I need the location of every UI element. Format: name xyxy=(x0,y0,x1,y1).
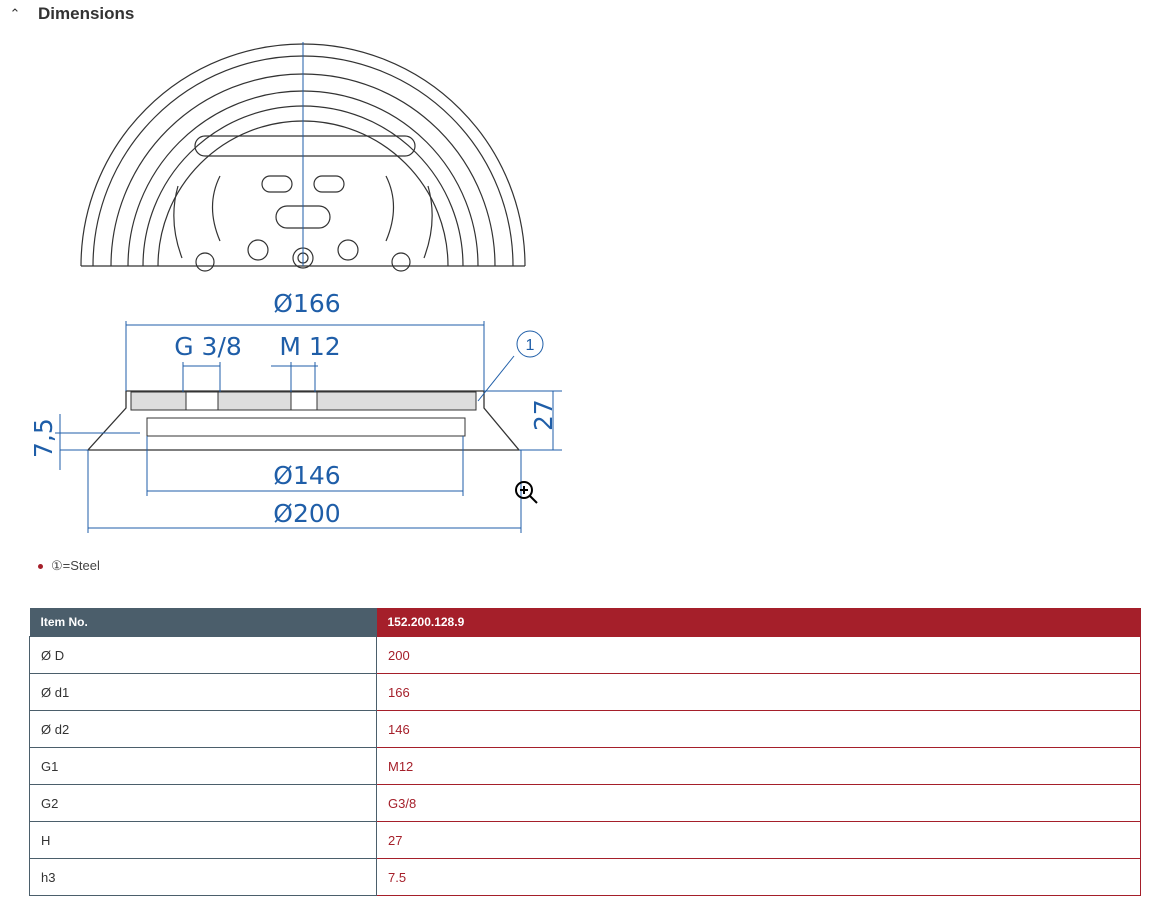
section-view xyxy=(86,390,521,451)
dim-g2: G 3/8 xyxy=(174,332,242,361)
row-value: 200 xyxy=(376,636,1141,674)
chevron-up-icon[interactable]: ⌃ xyxy=(9,6,21,21)
dimension-drawing: Ø166 G 3/8 M 12 1 27 7,5 Ø146 Ø200 xyxy=(29,42,562,533)
bullet-icon xyxy=(38,563,43,569)
row-value: 27 xyxy=(376,821,1141,859)
dim-d1: Ø166 xyxy=(273,289,340,318)
header-item-no: Item No. xyxy=(29,608,377,637)
row-label: Ø d2 xyxy=(29,710,377,748)
zoom-in-icon[interactable] xyxy=(515,481,538,504)
callout-1: 1 xyxy=(526,337,535,354)
row-label: Ø D xyxy=(29,636,377,674)
row-value: 146 xyxy=(376,710,1141,748)
note-text: ①=Steel xyxy=(51,558,100,573)
row-label: Ø d1 xyxy=(29,673,377,711)
dim-g1: M 12 xyxy=(279,332,340,361)
dim-d: Ø200 xyxy=(273,499,340,528)
header-item-value: 152.200.128.9 xyxy=(376,608,1141,637)
dim-d2: Ø146 xyxy=(273,461,340,490)
row-value: 166 xyxy=(376,673,1141,711)
row-label: G1 xyxy=(29,747,377,785)
row-value: M12 xyxy=(376,747,1141,785)
row-label: h3 xyxy=(29,858,377,896)
note-item: ①=Steel xyxy=(38,558,100,574)
section-title: Dimensions xyxy=(38,4,135,23)
dim-h: 27 xyxy=(529,399,558,431)
row-label: H xyxy=(29,821,377,859)
row-value: G3/8 xyxy=(376,784,1141,822)
dim-h3: 7,5 xyxy=(29,418,58,458)
row-label: G2 xyxy=(29,784,377,822)
row-value: 7.5 xyxy=(376,858,1141,896)
section-header[interactable]: ⌃ Dimensions xyxy=(8,4,135,24)
